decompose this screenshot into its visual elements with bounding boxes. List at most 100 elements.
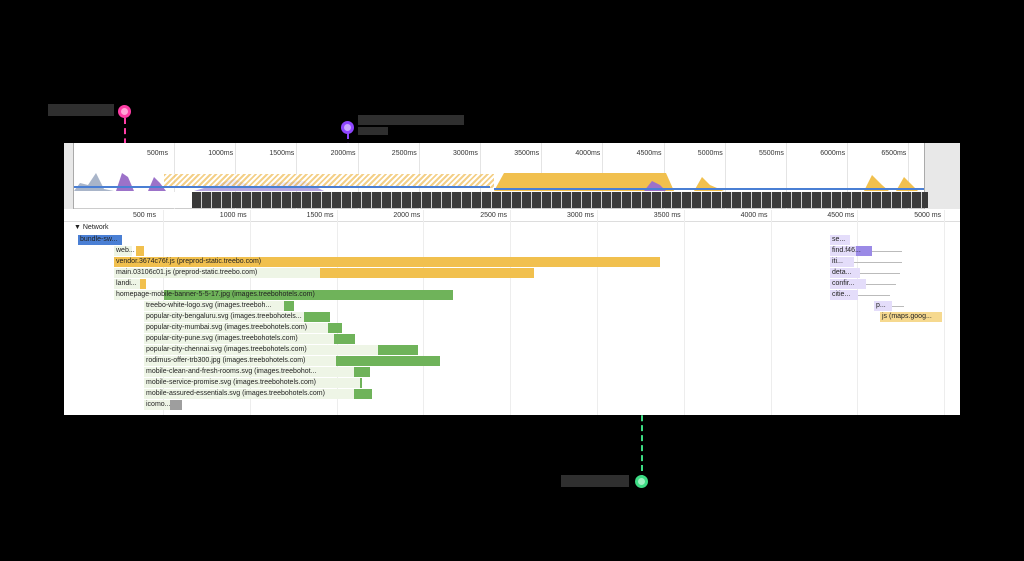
request-bar[interactable] [320, 268, 534, 278]
overview-tick-label: 1000ms [208, 150, 234, 157]
interactive-marker [635, 475, 648, 488]
cpu-area-yellow-1 [494, 173, 674, 191]
ruler-gridline [857, 210, 859, 415]
request-wait-bar [114, 279, 140, 289]
request-label[interactable]: confir... [832, 280, 855, 287]
request-bar[interactable] [328, 323, 342, 333]
request-label[interactable]: main.03106c01.js (preprod-static.treebo.… [116, 269, 258, 276]
request-wait-bar [144, 389, 354, 399]
request-wait-bar [114, 290, 164, 300]
overview-gridline [847, 143, 849, 209]
request-bar[interactable] [880, 312, 942, 322]
overview-tick-label: 4000ms [575, 150, 601, 157]
request-bar[interactable] [136, 246, 144, 256]
overview-tick-label: 500ms [147, 150, 169, 157]
overview-right-handle[interactable] [924, 143, 960, 209]
request-bar[interactable] [354, 367, 370, 377]
request-label[interactable]: iti... [832, 258, 843, 265]
request-bar[interactable] [830, 290, 858, 300]
request-label[interactable]: homepage-mobile-banner-5-5-17.jpg (image… [116, 291, 315, 298]
request-label[interactable]: bundle-sw... [80, 236, 118, 243]
cpu-area-yellow-4 [896, 177, 918, 191]
request-bar[interactable] [354, 389, 372, 399]
request-label[interactable]: web... [116, 247, 135, 254]
request-bar[interactable] [164, 290, 453, 300]
request-bar[interactable] [874, 301, 892, 311]
overview-gridline [724, 143, 726, 209]
request-label[interactable]: icomo... [146, 401, 171, 408]
ruler-tick-label: 500 ms [133, 212, 156, 219]
request-tail-line [892, 306, 904, 307]
request-bar[interactable] [336, 356, 440, 366]
request-label[interactable]: find.f46... [832, 247, 861, 254]
overview-left-handle[interactable] [64, 143, 74, 209]
meaningful-paint-marker-label-2 [358, 127, 388, 135]
ruler-gridline [423, 210, 425, 415]
ruler-gridline [336, 210, 338, 415]
request-label[interactable]: mobile-service-promise.svg (images.treeb… [146, 379, 317, 386]
overview-blue-track-1 [74, 186, 490, 188]
screenshot-filmstrip[interactable] [192, 192, 928, 208]
request-bar[interactable] [140, 279, 146, 289]
request-bar[interactable] [830, 268, 860, 278]
request-label[interactable]: citie... [832, 291, 851, 298]
request-wait-bar [144, 378, 360, 388]
meaningful-paint-marker [341, 121, 354, 134]
request-bar[interactable] [378, 345, 418, 355]
request-bar[interactable] [360, 378, 362, 388]
ruler-tick-label: 3000 ms [567, 212, 594, 219]
request-wait-bar [144, 334, 334, 344]
request-bar[interactable] [304, 312, 330, 322]
request-label[interactable]: landi... [116, 280, 137, 287]
request-label[interactable]: popular-city-chennai.svg (images.treeboh… [146, 346, 307, 353]
request-tail-line [860, 273, 900, 274]
interactive-marker-label [561, 475, 629, 487]
overview-tick-label: 6000ms [820, 150, 846, 157]
request-bar[interactable] [78, 235, 122, 245]
request-wait-bar [114, 246, 132, 256]
request-bar[interactable] [830, 257, 854, 267]
request-label[interactable]: mobile-assured-essentials.svg (images.tr… [146, 390, 325, 397]
request-bar[interactable] [170, 400, 182, 410]
ruler-gridline [944, 210, 946, 415]
request-wait-bar [144, 356, 336, 366]
request-label[interactable]: mobile-clean-and-fresh-rooms.svg (images… [146, 368, 317, 375]
request-bar[interactable] [830, 279, 866, 289]
request-label[interactable]: popular-city-mumbai.svg (images.treeboho… [146, 324, 308, 331]
request-wait-bar [144, 400, 170, 410]
overview-tick-label: 2500ms [391, 150, 417, 157]
overview-tick-label: 3000ms [453, 150, 478, 157]
cpu-area-yellow-3 [864, 175, 889, 191]
request-label[interactable]: vendor.3674c76f.js (preprod-static.treeb… [116, 258, 262, 265]
ruler-tick-label: 4000 ms [740, 212, 768, 219]
request-label[interactable]: popular-city-pune.svg (images.treebohote… [146, 335, 298, 342]
request-label[interactable]: js (maps.goog... [882, 313, 932, 320]
ruler-tick-label: 2500 ms [480, 212, 508, 219]
request-wait-bar [144, 301, 284, 311]
request-bar[interactable] [284, 301, 294, 311]
ruler-tick-label: 2000 ms [393, 212, 421, 219]
request-label[interactable]: se... [832, 236, 846, 243]
request-label[interactable]: treebo-white-logo.svg (images.treeboh... [146, 302, 272, 309]
request-bar[interactable] [830, 235, 850, 245]
ruler-tick-label: 1500 ms [306, 212, 334, 219]
ruler-gridline [510, 210, 512, 415]
request-label[interactable]: deta... [832, 269, 852, 276]
request-label[interactable]: rodimus-offer-trb300.jpg (images.treeboh… [146, 357, 306, 364]
overview-tick-label: 5500ms [759, 150, 784, 157]
overview-tick-label: 3500ms [514, 150, 540, 157]
request-wait-bar [144, 367, 354, 377]
request-bar[interactable] [334, 334, 355, 344]
request-wait-bar [144, 323, 328, 333]
network-track-header[interactable]: ▼ Network [74, 224, 109, 231]
ruler-tick-label: 3500 ms [653, 212, 681, 219]
overview-tick-label: 2000ms [330, 150, 356, 157]
request-bar[interactable] [114, 257, 660, 267]
request-label[interactable]: popular-city-bengaluru.svg (images.treeb… [146, 313, 302, 320]
request-bar[interactable] [830, 246, 872, 256]
request-tail-line [858, 295, 890, 296]
request-label[interactable]: p... [876, 302, 886, 309]
